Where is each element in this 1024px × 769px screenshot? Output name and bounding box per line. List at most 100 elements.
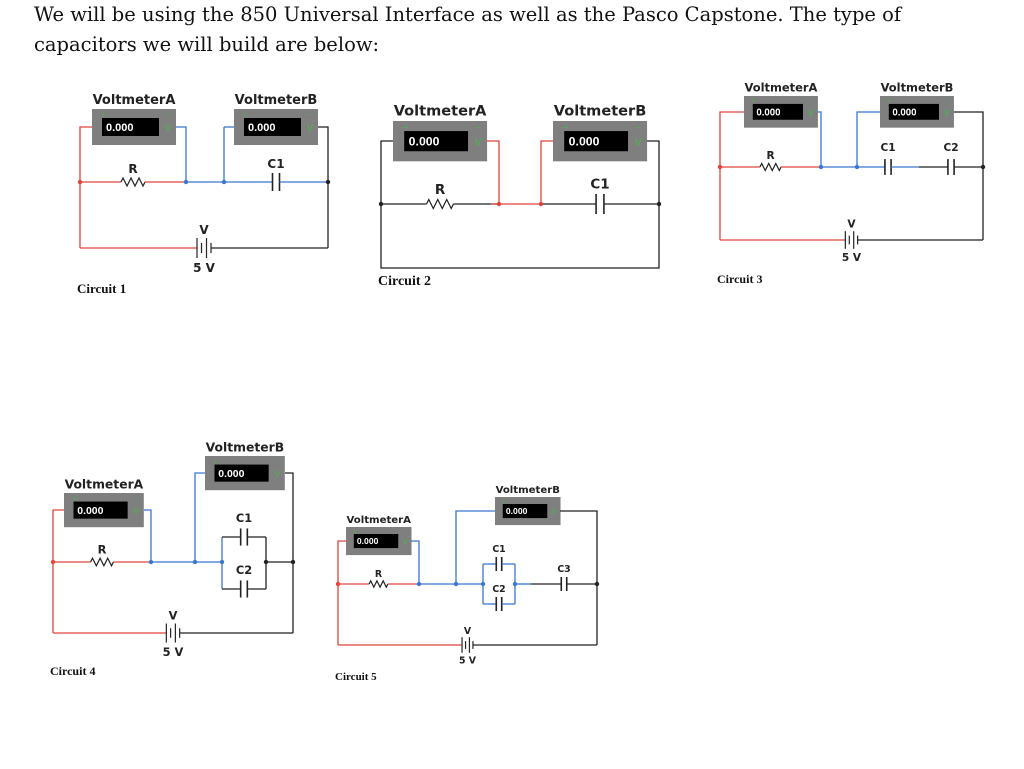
resistor-symbol (120, 176, 146, 188)
voltmeter-b-minus-icon: − (553, 499, 556, 505)
resistor-label: R (766, 150, 774, 162)
voltmeter-b-display (244, 118, 301, 136)
voltmeter-b-reading: 0.000 (248, 122, 276, 134)
junction-dot (496, 201, 502, 207)
intro-text: We will be using the 850 Universal Inter… (34, 3, 902, 56)
voltage-source-value: 5 V (459, 656, 477, 667)
voltmeter-b-unit: V (944, 108, 950, 117)
junction-dot (538, 201, 544, 207)
wire (318, 126, 329, 182)
voltmeter-a-label: VoltmeterA (394, 102, 487, 119)
voltmeter-a-unit: V (403, 539, 408, 546)
voltage-source-label: V (847, 219, 856, 231)
voltmeter-b-minus-icon: − (636, 123, 641, 132)
resistor-label: R (98, 542, 107, 556)
voltmeter-a-unit: V (475, 138, 482, 149)
wire (411, 540, 420, 584)
voltmeter-b-label: VoltmeterB (235, 93, 318, 108)
junction-dot (50, 559, 56, 565)
voltmeter-b-plus-icon: + (502, 499, 505, 505)
voltmeter-a-minus-icon: − (809, 98, 813, 105)
voltmeter-a-plus-icon: + (403, 123, 408, 132)
junction-dot (148, 559, 154, 565)
voltmeter-b-reading: 0.000 (506, 506, 528, 516)
voltmeter-b-label: VoltmeterB (206, 440, 285, 454)
voltmeter-b-reading: 0.000 (569, 135, 600, 149)
voltmeter-a-display (73, 501, 128, 519)
voltmeter-b-label: VoltmeterB (881, 81, 954, 95)
voltmeter-b-display (502, 504, 548, 519)
wire (719, 111, 744, 167)
voltmeter-a-label: VoltmeterA (65, 477, 144, 491)
junction-dot (594, 581, 600, 587)
voltmeter-b-plus-icon: + (888, 98, 892, 105)
junction-dot (290, 559, 296, 565)
circuit-4-caption: Circuit 4 (50, 664, 95, 678)
voltmeter-a-plus-icon: + (101, 112, 105, 119)
voltmeter-a-unit: V (808, 108, 814, 117)
wire (647, 140, 660, 204)
wire (856, 111, 880, 167)
resistor-symbol (759, 162, 782, 172)
junction-dot (512, 581, 518, 587)
voltage-source-label: V (169, 609, 178, 623)
capacitor-label-c1: C1 (590, 177, 609, 192)
wire (380, 204, 660, 269)
voltmeter-a-unit: V (133, 506, 139, 516)
wire (487, 140, 500, 204)
voltmeter-a-plus-icon: + (353, 529, 356, 535)
voltage-source-label: V (199, 223, 209, 237)
wire (194, 472, 205, 562)
junction-dot (221, 179, 227, 185)
junction-dot (854, 164, 860, 170)
junction-dot (77, 179, 83, 185)
junction-dot (453, 581, 459, 587)
voltage-source-label: V (464, 626, 472, 637)
voltage-source-value: 5 V (193, 261, 216, 275)
resistor-label: R (375, 569, 383, 580)
junction-dot (325, 179, 331, 185)
voltmeter-a-reading: 0.000 (756, 107, 780, 118)
voltmeter-a-label: VoltmeterA (745, 81, 818, 95)
voltmeter-b-plus-icon: + (243, 112, 247, 119)
capacitor-label-c2: C2 (492, 584, 505, 595)
capacitor-label-c1: C1 (492, 544, 505, 555)
voltmeter-b-minus-icon: − (308, 112, 312, 119)
voltmeter-b: VoltmeterB + − 0.000 V (234, 93, 318, 145)
wire (954, 111, 984, 167)
resistor-label: R (128, 162, 137, 176)
junction-dot (416, 581, 422, 587)
wire (52, 509, 64, 562)
capacitor-label-c3: C3 (557, 564, 570, 575)
resistor-symbol (426, 198, 454, 210)
voltmeter-b-unit: V (307, 123, 313, 133)
capacitor-label-c1: C1 (267, 157, 284, 171)
junction-dot (263, 559, 269, 565)
voltmeter-b-reading: 0.000 (218, 469, 244, 480)
wire (818, 111, 822, 167)
circuit-1-caption: Circuit 1 (77, 281, 126, 296)
junction-dot (183, 179, 189, 185)
voltmeter-a-reading: 0.000 (409, 135, 440, 149)
junction-dot (818, 164, 824, 170)
circuit-2-caption: Circuit 2 (378, 274, 431, 289)
voltmeter-a-minus-icon: − (166, 112, 170, 119)
wire (79, 126, 92, 182)
junction-dot (656, 201, 662, 207)
voltmeter-a-unit: V (165, 123, 171, 133)
capacitor-label-c2: C2 (943, 142, 958, 154)
wire (560, 510, 598, 584)
voltmeter-b-plus-icon: + (563, 123, 568, 132)
voltmeter-b-unit: V (552, 509, 557, 516)
